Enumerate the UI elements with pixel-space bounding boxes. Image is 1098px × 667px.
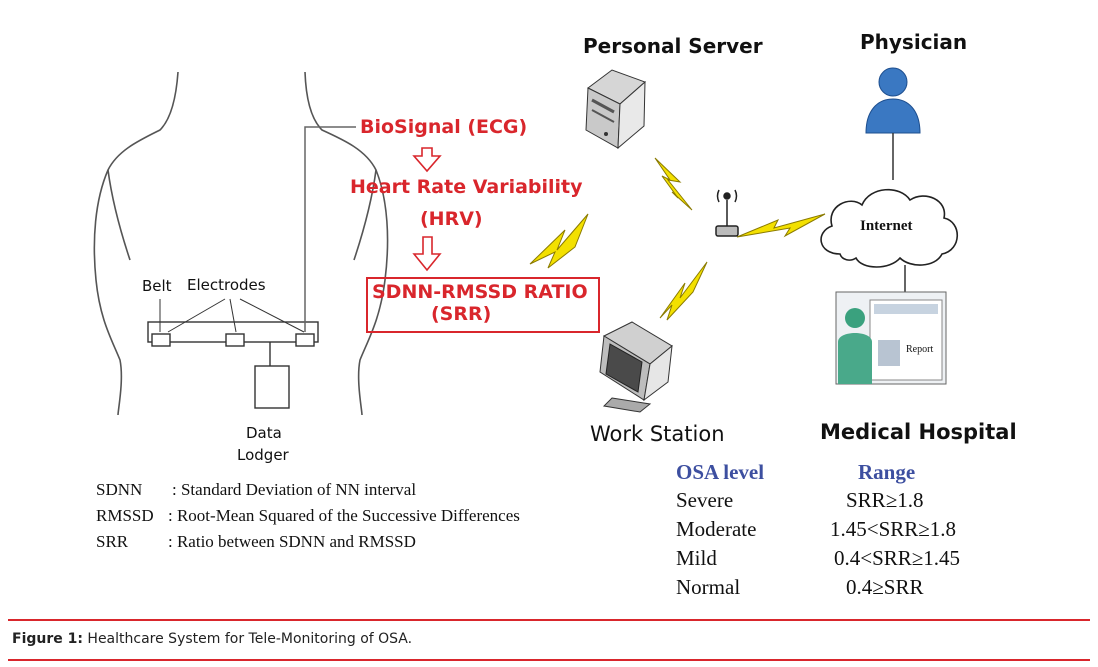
- torso-figure: [93, 71, 389, 416]
- medical-hospital-label: Medical Hospital: [820, 420, 1017, 444]
- personal-server-label: Personal Server: [583, 34, 763, 58]
- osa-level-cell: Severe: [676, 488, 734, 512]
- lightning-icon: [529, 213, 589, 269]
- hospital-icon: [835, 291, 947, 385]
- osa-level-cell: Mild: [676, 546, 717, 570]
- definition-term: SDNN: [96, 480, 143, 499]
- workstation-icon: [599, 321, 673, 413]
- belt-pointers: [159, 298, 305, 333]
- chest-belt: [147, 321, 319, 409]
- definition-text: : Root-Mean Squared of the Successive Di…: [168, 506, 520, 525]
- srr-box: [366, 277, 600, 333]
- report-label: Report: [906, 344, 934, 355]
- belt-label: Belt: [142, 277, 172, 295]
- biosignal-lead-line: [304, 126, 356, 332]
- server-icon: [585, 69, 646, 150]
- osa-level-cell: Moderate: [676, 517, 757, 541]
- range-cell: 1.45<SRR≥1.8: [830, 517, 957, 541]
- osa-level-header: OSA level: [676, 460, 765, 484]
- definition-text: : Standard Deviation of NN interval: [172, 480, 417, 499]
- range-cell: 0.4≥SRR: [846, 575, 924, 599]
- lightning-icon: [654, 157, 693, 211]
- definition-term: SRR: [96, 532, 129, 551]
- flow-arrows: [412, 147, 442, 272]
- range-header: Range: [858, 460, 916, 484]
- hrv-label-line2: (HRV): [420, 208, 483, 230]
- wireless-links: [529, 157, 826, 321]
- figure-caption: Figure 1: Healthcare System for Tele-Mon…: [12, 631, 412, 647]
- range-cell: 0.4<SRR≥1.45: [834, 546, 961, 570]
- data-lodger-label-line1: Data: [246, 424, 282, 442]
- caption-text: Healthcare System for Tele-Monitoring of…: [82, 631, 413, 647]
- physician-icon: [865, 67, 921, 134]
- range-cell: SRR≥1.8: [846, 488, 924, 512]
- ratio-label-line1: SDNN-RMSSD RATIO: [372, 281, 588, 303]
- internet-label: Internet: [860, 218, 913, 234]
- osa-level-cell: Normal: [676, 575, 741, 599]
- physician-label: Physician: [860, 30, 968, 54]
- definition-term: RMSSD: [96, 506, 154, 525]
- electrodes-label: Electrodes: [187, 276, 266, 294]
- hrv-label-line1: Heart Rate Variability: [350, 176, 583, 198]
- definition-text: : Ratio between SDNN and RMSSD: [168, 532, 416, 551]
- ratio-label-line2: (SRR): [431, 303, 492, 325]
- antenna-icon: [715, 189, 739, 237]
- work-station-label: Work Station: [590, 422, 725, 446]
- lightning-icon: [659, 261, 708, 321]
- cloud-icon: [820, 188, 958, 268]
- data-lodger-label-line2: Lodger: [237, 446, 289, 464]
- caption-prefix: Figure 1:: [12, 631, 83, 647]
- biosignal-label: BioSignal (ECG): [360, 116, 528, 138]
- lightning-icon: [736, 213, 826, 238]
